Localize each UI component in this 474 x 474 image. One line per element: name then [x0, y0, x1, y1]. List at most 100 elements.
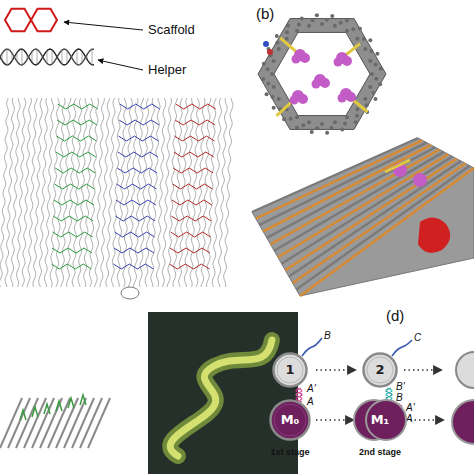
- cage-texture: [275, 41, 279, 45]
- fused-particle: M₁: [352, 398, 408, 442]
- protein-blob: [298, 94, 308, 104]
- cage-texture: [286, 24, 290, 28]
- origami-helix: [50, 98, 59, 287]
- cage-texture: [373, 97, 377, 101]
- origami-helix: [117, 98, 126, 287]
- cage-texture: [378, 82, 382, 86]
- dna-strand: [392, 340, 412, 356]
- origami-helix: [128, 98, 138, 287]
- helper-strand: [170, 248, 210, 253]
- particle-label: M₀: [281, 413, 300, 427]
- helix-strand: [0, 49, 94, 65]
- origami-helix: [139, 98, 148, 287]
- stage-label: 1st stage: [270, 448, 309, 458]
- cage-texture: [368, 38, 372, 42]
- cage-texture: [270, 72, 274, 76]
- helper-strand: [173, 168, 213, 173]
- origami-helix: [78, 98, 87, 287]
- cage-texture: [369, 49, 373, 53]
- cage-texture: [374, 77, 378, 81]
- tile-strand: [300, 168, 474, 296]
- cage-texture: [368, 85, 372, 89]
- dna-helix: [296, 388, 302, 402]
- panel-d: [296, 338, 474, 444]
- particle-ring: [364, 354, 397, 387]
- helper-strand: [175, 120, 215, 125]
- origami-helix: [156, 98, 165, 287]
- afm-structure: [170, 340, 272, 456]
- protein-blob: [290, 96, 299, 105]
- cage-texture: [285, 37, 289, 41]
- seed-particle: M₀: [269, 399, 311, 441]
- particle-lobe: [366, 400, 406, 440]
- strand-label: A': [307, 383, 316, 394]
- cage-texture: [345, 19, 349, 23]
- cage-texture: [311, 18, 315, 22]
- cage-texture: [333, 24, 337, 28]
- cage-texture: [285, 30, 289, 34]
- helix-rung: [17, 52, 18, 61]
- tile-strand: [289, 161, 461, 277]
- cage-texture: [375, 52, 379, 56]
- dna-strand: [302, 338, 322, 356]
- linker: [276, 96, 298, 116]
- particle-core: [277, 357, 303, 383]
- panel-c: [0, 312, 298, 474]
- linker: [385, 160, 410, 172]
- origami-helix: [218, 98, 227, 287]
- cage-texture: [277, 97, 281, 101]
- staple-bump: [80, 395, 86, 405]
- origami-helix: [224, 98, 233, 287]
- helper-strand: [171, 216, 211, 221]
- protein-blob: [338, 94, 347, 103]
- protein-blob: [334, 58, 343, 67]
- tile-strand: [293, 163, 466, 283]
- cage-texture: [320, 122, 324, 126]
- helper-strand: [113, 264, 153, 269]
- helper-strand: [115, 216, 155, 221]
- helper-strand: [116, 200, 156, 205]
- origami-helix: [84, 98, 93, 287]
- particle-label: 2: [375, 363, 384, 377]
- origami-helix: [61, 98, 71, 287]
- origami-helix: [56, 98, 65, 287]
- cage-texture: [295, 125, 299, 129]
- strand-label: B: [324, 330, 331, 341]
- cage-texture: [325, 18, 329, 22]
- origami-helix: [94, 98, 104, 287]
- panel-b: [252, 13, 474, 296]
- protein-blob: [292, 55, 301, 64]
- helix-rung: [87, 55, 88, 60]
- scaffold-loop: [121, 287, 139, 299]
- stage-arrow: [316, 419, 350, 420]
- origami-helix: [145, 98, 154, 287]
- cage-texture: [277, 47, 281, 51]
- helper-strand: [169, 264, 209, 269]
- helper-strand: [54, 200, 94, 205]
- helix-rung: [67, 50, 68, 63]
- helper-strand: [176, 104, 216, 109]
- origami-helix: [184, 98, 193, 287]
- cage-texture: [307, 120, 311, 124]
- cage-texture: [315, 13, 319, 17]
- cage-texture: [365, 103, 369, 107]
- helper-strand: [51, 264, 91, 269]
- origami-helix: [72, 98, 81, 287]
- helper-strand: [119, 120, 159, 125]
- cage-texture: [261, 77, 265, 81]
- origami-helix: [106, 98, 115, 287]
- strand-label: A: [406, 413, 413, 424]
- origami-helix: [11, 98, 20, 287]
- cage-texture: [333, 120, 337, 124]
- origami-helix: [167, 98, 177, 287]
- cage-texture: [379, 67, 383, 71]
- helix-rung: [72, 56, 73, 58]
- cage-texture: [275, 34, 279, 38]
- stage-arrow: [404, 369, 438, 370]
- helper-strand: [56, 152, 96, 157]
- cage-texture: [282, 117, 286, 121]
- cage-texture: [345, 29, 349, 33]
- building-block: 2: [362, 352, 398, 388]
- origami-helix: [44, 98, 53, 287]
